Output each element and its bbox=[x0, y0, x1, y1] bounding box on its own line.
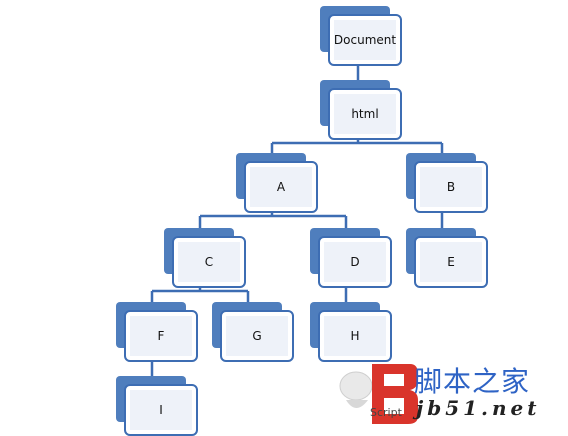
node-label: D bbox=[324, 242, 386, 282]
node-document: Document bbox=[320, 6, 408, 66]
node-box: B bbox=[414, 161, 488, 213]
node-i: I bbox=[116, 376, 204, 436]
node-label: I bbox=[130, 390, 192, 430]
node-box: Document bbox=[328, 14, 402, 66]
node-box: I bbox=[124, 384, 198, 436]
node-a: A bbox=[236, 153, 324, 213]
node-f: F bbox=[116, 302, 204, 362]
node-box: A bbox=[244, 161, 318, 213]
node-box: E bbox=[414, 236, 488, 288]
node-label: G bbox=[226, 316, 288, 356]
node-c: C bbox=[164, 228, 252, 288]
watermark-site-name: 脚本之家 bbox=[414, 365, 531, 398]
node-e: E bbox=[406, 228, 494, 288]
node-label: Document bbox=[334, 20, 396, 60]
node-label: html bbox=[334, 94, 396, 134]
node-box: H bbox=[318, 310, 392, 362]
node-h: H bbox=[310, 302, 398, 362]
node-label: B bbox=[420, 167, 482, 207]
watermark-logo-icon bbox=[339, 364, 418, 424]
node-b: B bbox=[406, 153, 494, 213]
node-html: html bbox=[320, 80, 408, 140]
node-label: F bbox=[130, 316, 192, 356]
watermark-small-text: Script bbox=[370, 406, 402, 419]
node-label: H bbox=[324, 316, 386, 356]
node-box: html bbox=[328, 88, 402, 140]
node-d: D bbox=[310, 228, 398, 288]
node-box: F bbox=[124, 310, 198, 362]
watermark-url: jb51.net bbox=[416, 396, 541, 420]
node-box: D bbox=[318, 236, 392, 288]
node-label: A bbox=[250, 167, 312, 207]
node-g: G bbox=[212, 302, 300, 362]
node-box: C bbox=[172, 236, 246, 288]
node-box: G bbox=[220, 310, 294, 362]
node-label: C bbox=[178, 242, 240, 282]
node-label: E bbox=[420, 242, 482, 282]
